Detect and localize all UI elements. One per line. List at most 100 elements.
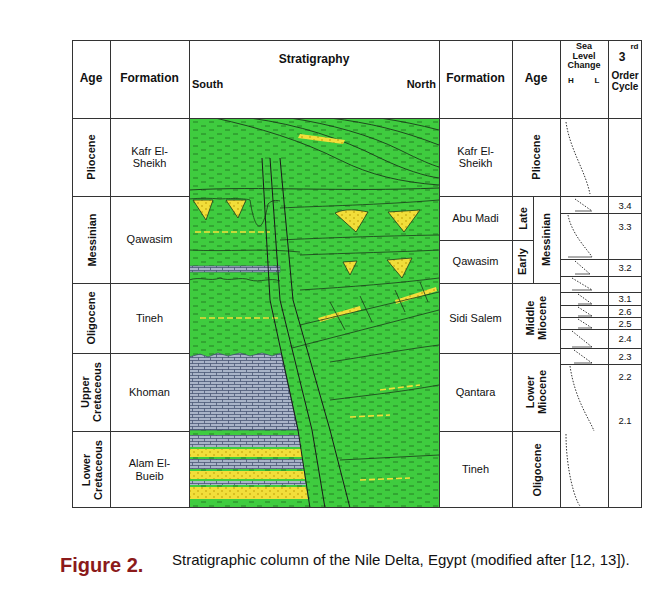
formation-cell: Sidi Salem — [449, 312, 502, 324]
age-cell-cell: Lower Miocene — [513, 356, 559, 428]
limestone-khoman — [189, 353, 298, 430]
column-header: Stratigraphy — [279, 53, 350, 66]
bedding-lines-part — [280, 200, 439, 208]
bedding-lines-part — [330, 345, 439, 362]
figure-caption-cell: Stratigraphic column of the Nile Delta, … — [172, 550, 655, 596]
figure-caption: Stratigraphic column of the Nile Delta, … — [172, 550, 630, 569]
direction-label: North — [407, 78, 436, 90]
sand-dashes — [195, 232, 420, 480]
formation-cell: Tineh — [462, 463, 489, 475]
formation-cell: Qawasim — [453, 255, 499, 267]
column-header-cell: Formation — [110, 40, 189, 118]
column-header: Age — [525, 72, 548, 85]
cycle-number-cell: 2.6 — [610, 306, 640, 317]
bedding-lines-part — [280, 235, 439, 240]
cycle-number: 2.4 — [618, 333, 631, 344]
age-cell: Pliocene — [530, 134, 542, 179]
column-header-cell: Order Cycle — [608, 66, 642, 96]
limestone-khoman-part — [189, 353, 298, 430]
column-header: Formation — [446, 72, 505, 85]
formation-cell-cell: Tineh — [439, 431, 512, 508]
superscript: rd — [631, 43, 639, 52]
age-cell-cell: Pliocene — [513, 121, 559, 193]
cycle-number: 2.3 — [618, 351, 631, 362]
age-cell-cell: Pliocene — [73, 121, 109, 193]
cycle-number-cell: 3.4 — [610, 199, 640, 211]
cycle-number: 3.3 — [618, 221, 631, 232]
table-grid — [72, 40, 642, 508]
pliocene-clinoforms-part — [189, 188, 439, 190]
sea-level-curve — [566, 122, 594, 506]
column-header-cell: 3 — [614, 50, 630, 66]
sea-level-curve-part — [578, 294, 592, 304]
bedding-lines-part — [292, 310, 439, 348]
bedding-lines-part — [300, 292, 439, 325]
age-cell: Messinian — [85, 213, 97, 266]
cycle-number-cell: 3.2 — [610, 261, 640, 274]
age-cell: Upper Cretaceous — [79, 356, 103, 428]
cycle-number-cell: 2.1 — [610, 414, 640, 427]
age-cell: Pliocene — [85, 134, 97, 179]
formation-cell: Qantara — [456, 386, 496, 398]
messinian-channels-part — [343, 261, 357, 275]
formation-cell-cell: Kafr El-Sheikh — [110, 118, 189, 196]
age-cell-cell: Messinian — [534, 199, 559, 280]
pliocene-clinoforms — [189, 118, 439, 190]
cycle-number-cell: 2.3 — [610, 350, 640, 362]
figure-number-cell: Figure 2. — [60, 552, 170, 578]
sand-dashes-part — [195, 231, 270, 233]
table-grid-part — [72, 118, 642, 119]
column-header: Order Cycle — [608, 70, 642, 92]
lower-cretaceous-beds-part — [189, 487, 308, 499]
formation-cell-cell: Qawasim — [439, 240, 512, 283]
sea-level-curve-part — [574, 350, 592, 363]
column-header-cell: Age — [512, 40, 560, 118]
formation-cell: Kafr El-Sheikh — [119, 145, 181, 169]
column-header-cell: Sea Level Change — [562, 41, 606, 72]
cycle-number-cell: 3.1 — [610, 293, 640, 304]
cycle-number-cell: 3.3 — [610, 220, 640, 232]
lower-cretaceous-beds-part — [189, 435, 301, 447]
table-grid-part — [73, 41, 642, 508]
table-grid-part — [72, 197, 189, 432]
formation-cell: Khoman — [129, 386, 170, 398]
formation-cell-cell: Sidi Salem — [439, 283, 512, 353]
cycle-number: 2.2 — [618, 371, 631, 382]
formation-cell: Kafr El-Sheikh — [445, 145, 507, 169]
fault-lines — [262, 158, 350, 508]
sand-dashes-part — [200, 317, 280, 319]
shale-ground — [189, 118, 439, 508]
sea-level-curve-part — [566, 122, 590, 194]
formation-cell-cell: Alam El-Bueib — [110, 431, 189, 508]
cycle-number-cell: 2.4 — [610, 332, 640, 345]
bedding-lines-part — [300, 250, 439, 255]
messinian-channels-part — [387, 258, 412, 278]
age-cell: Messinian — [540, 213, 552, 266]
lower-cretaceous-beds — [189, 435, 308, 499]
messinian-channels-part — [388, 210, 420, 232]
age-cell-cell: Lower Cretaceous — [73, 434, 109, 505]
fault-lines-part — [280, 158, 350, 508]
messinian-channels-part — [335, 210, 368, 232]
age-cell: Lower Cretaceous — [79, 434, 103, 505]
sea-level-curve-part — [578, 307, 592, 316]
age-cell-cell: Oligocene — [513, 434, 559, 505]
sea-level-curve-part — [572, 278, 592, 290]
cycle-number-cell: 2.5 — [610, 318, 640, 329]
sand-dashes-part — [350, 415, 390, 417]
direction-label-cell: North — [380, 76, 436, 92]
bedding-lines-part — [300, 278, 439, 290]
formation-cell-cell: Qantara — [439, 353, 512, 431]
superscript-cell: rd — [628, 42, 641, 53]
stratigraphy-illustration — [189, 118, 439, 508]
lower-cretaceous-beds-part — [189, 449, 302, 457]
formation-cell-cell: Abu Madi — [439, 196, 512, 240]
sand-streaks-part — [395, 287, 437, 304]
sand-streaks-part — [298, 134, 345, 144]
sand-dashes-part — [360, 478, 410, 480]
pliocene-clinoforms-part — [250, 118, 439, 178]
axis-label-cell: H — [564, 75, 578, 88]
column-header-cell: Stratigraphy — [189, 50, 439, 70]
messinian-channels-part — [193, 200, 213, 220]
bedding-lines-part — [330, 385, 439, 400]
